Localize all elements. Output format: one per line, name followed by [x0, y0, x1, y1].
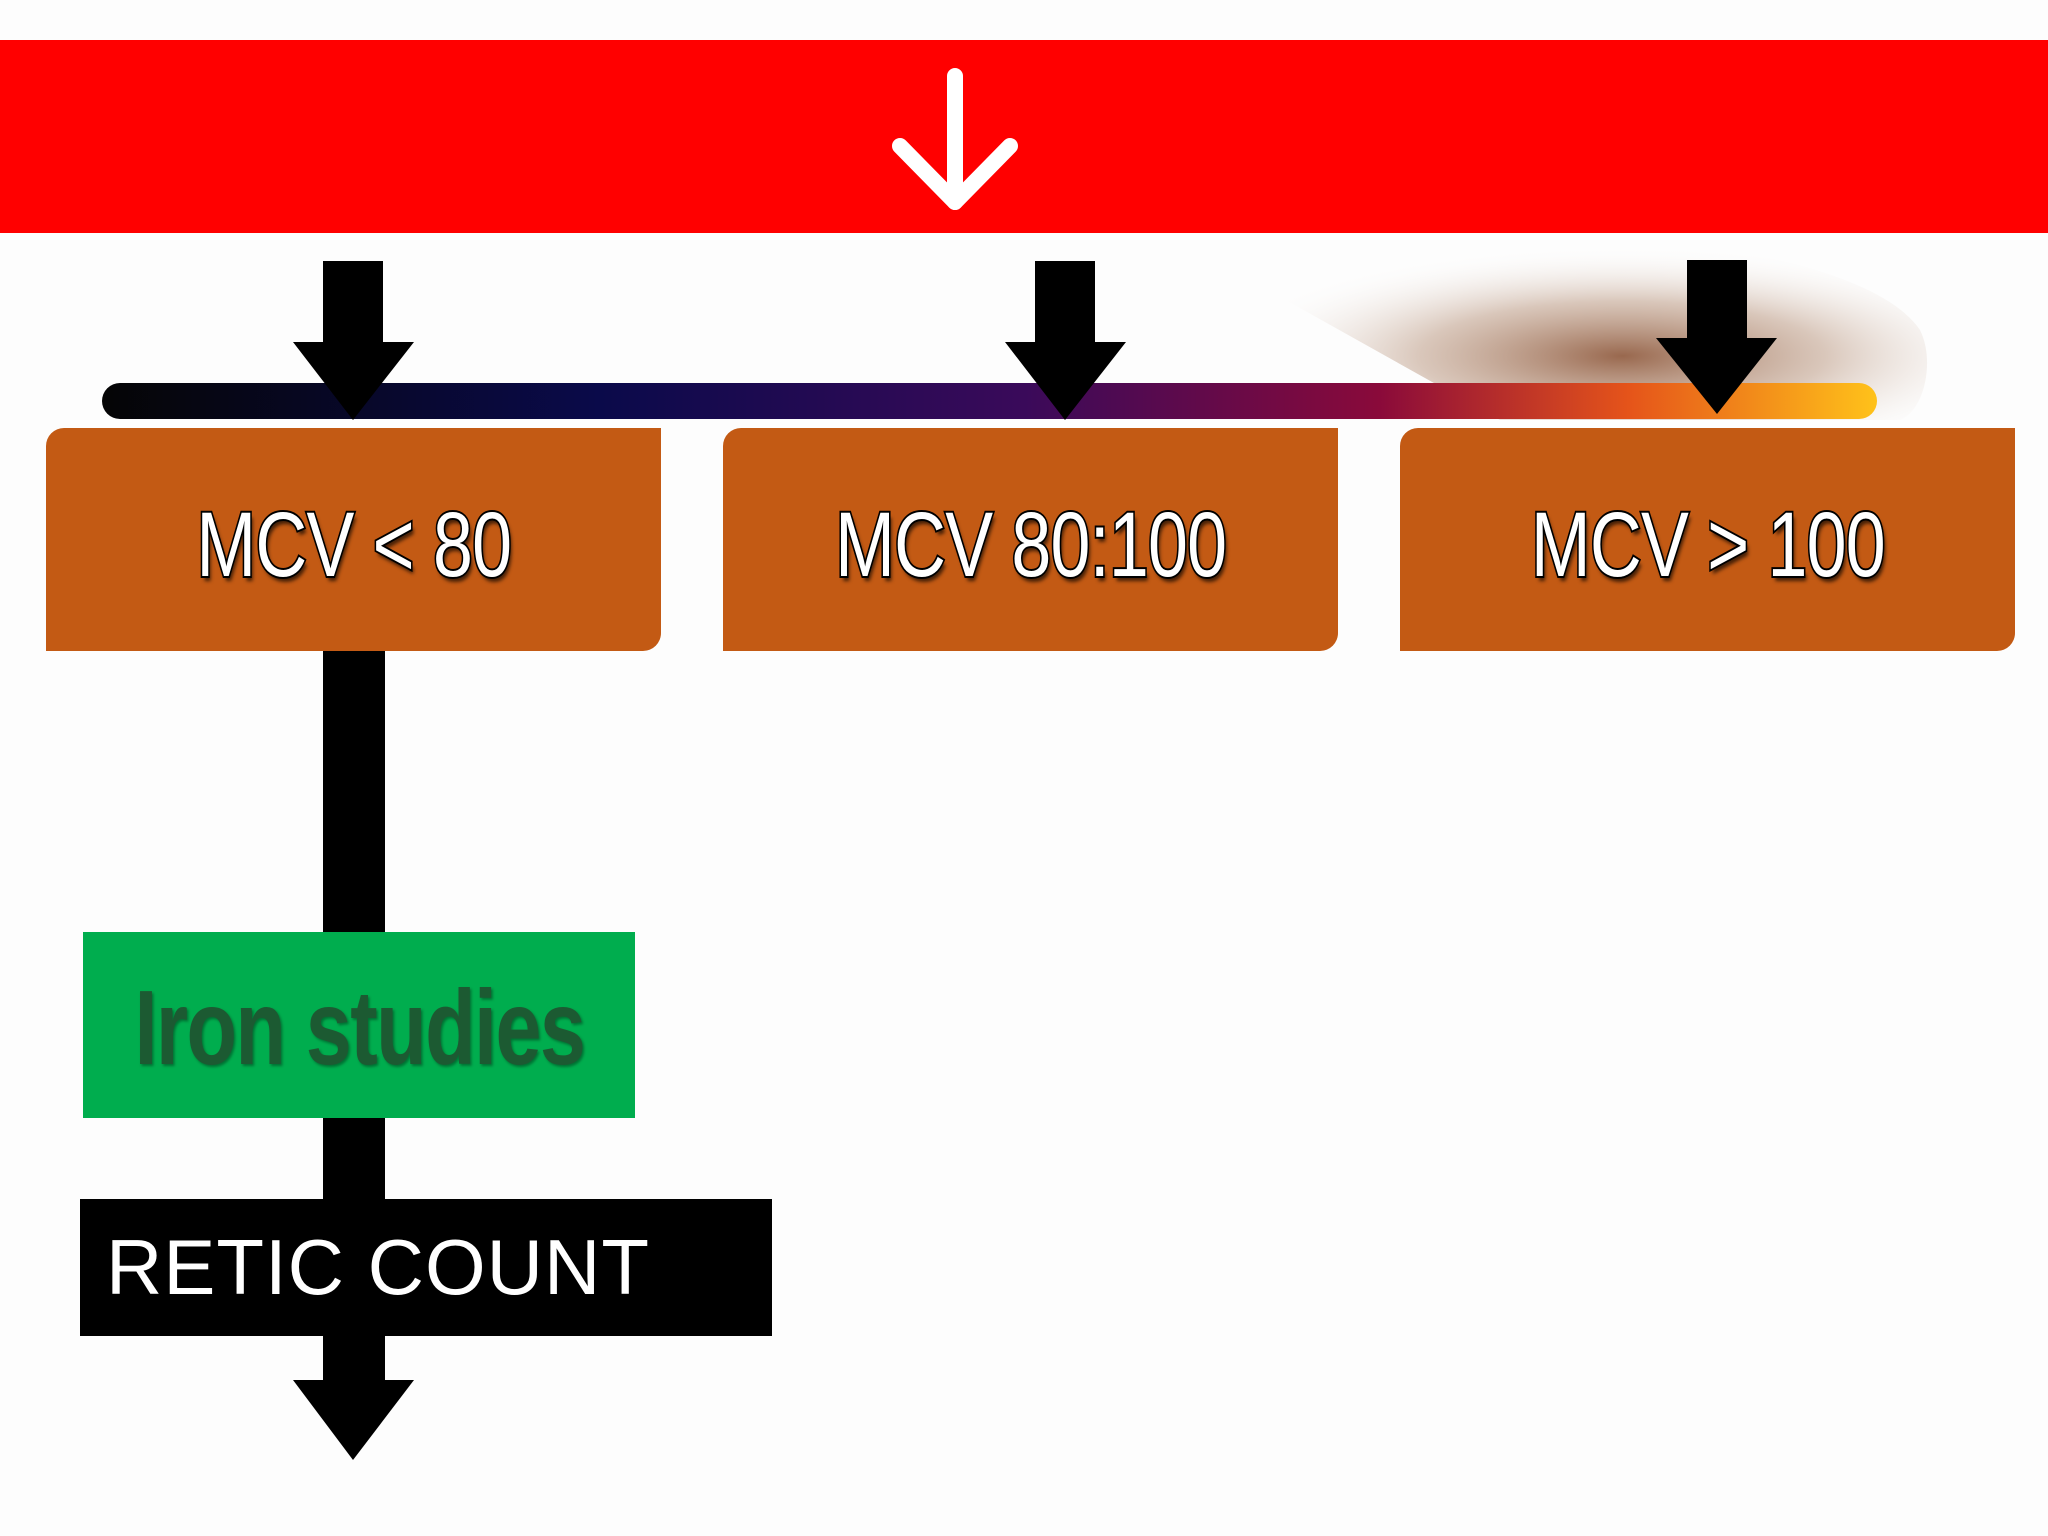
mcv-normal-label: MCV 80:100: [833, 493, 1228, 596]
arrow-to-mcv-low: [293, 261, 414, 420]
arrow-to-mcv-normal: [1005, 261, 1126, 420]
iron-studies-box: Iron studies: [83, 932, 635, 1118]
mcv-high-label: MCV > 100: [1529, 493, 1887, 596]
glow-swoosh: [1250, 236, 1928, 420]
retic-count-box: RETIC COUNT: [80, 1199, 772, 1336]
arrow-to-mcv-high: [1656, 260, 1777, 414]
mcv-low-label: MCV < 80: [195, 493, 514, 596]
mcv-normal-box: MCV 80:100: [723, 428, 1338, 651]
arrow-below-retic-count: [293, 1335, 414, 1460]
connector-to-retic-count: [323, 1117, 385, 1201]
retic-count-label: RETIC COUNT: [106, 1223, 650, 1311]
mcv-low-box: MCV < 80: [46, 428, 661, 651]
header-banner: [0, 40, 2048, 233]
mcv-high-box: MCV > 100: [1400, 428, 2015, 651]
gradient-bar: [102, 383, 1877, 419]
iron-studies-label: Iron studies: [134, 968, 585, 1087]
down-arrow-icon: [892, 68, 1018, 210]
connector-to-iron-studies: [323, 651, 385, 934]
